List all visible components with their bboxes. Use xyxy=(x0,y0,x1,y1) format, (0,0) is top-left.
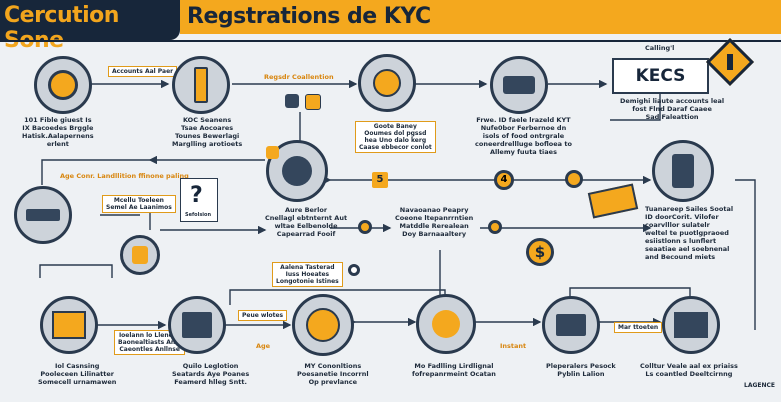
node-kyc-search[interactable] xyxy=(172,56,230,114)
node-files[interactable] xyxy=(40,296,98,354)
lock-icon xyxy=(266,146,279,159)
question-caption: Sefolsion xyxy=(185,212,212,218)
node-hand[interactable] xyxy=(416,294,476,354)
question-tile[interactable]: ? Sefolsion xyxy=(180,178,218,222)
question-icon: ? xyxy=(190,183,203,208)
node-list[interactable] xyxy=(168,296,226,354)
shield-icon xyxy=(132,246,148,264)
star-icon xyxy=(305,94,321,110)
hand-icon xyxy=(432,310,460,338)
node-agent[interactable] xyxy=(292,294,354,356)
footer-brand: LAGENCE xyxy=(744,382,776,389)
node-user-person[interactable] xyxy=(358,54,416,112)
card-icon xyxy=(503,76,535,94)
registr-collection-label: Regsdr Coallention xyxy=(264,73,334,81)
agent-icon xyxy=(306,308,340,342)
disk-icon xyxy=(282,156,312,186)
step-badge-5: 5 xyxy=(372,172,388,188)
header-right-title: Regstrations de KYC xyxy=(187,4,431,29)
node-server[interactable] xyxy=(14,186,72,244)
age-label: Age xyxy=(256,342,271,350)
age-condition-label: Age Conr. Landllition ffinone paling xyxy=(60,172,189,180)
header-divider xyxy=(0,40,781,42)
device-icon xyxy=(194,67,208,103)
flag-icon xyxy=(285,94,299,108)
pay-status-label: Peue wlotes xyxy=(238,310,288,321)
warning-icon xyxy=(727,54,733,70)
node-bank[interactable] xyxy=(662,296,720,354)
header-left: Cercution Sone xyxy=(0,0,180,53)
progress-dot xyxy=(565,170,583,188)
accounts-label: Accounts Aal Paer xyxy=(108,66,178,77)
folder-icon xyxy=(52,311,86,339)
node-id-card[interactable] xyxy=(490,56,548,114)
link-icon-a xyxy=(358,220,372,234)
person-icon xyxy=(373,69,401,97)
dollar-icon: $ xyxy=(526,238,554,266)
chart-mini-icon xyxy=(348,264,360,276)
instant-label: Instant xyxy=(500,342,527,350)
document-icon xyxy=(48,70,78,100)
kecs-box[interactable]: KECS xyxy=(612,58,709,94)
node-shield[interactable] xyxy=(120,235,160,275)
bank-icon xyxy=(674,312,708,338)
list-icon xyxy=(182,312,212,338)
monitor-icon xyxy=(556,314,586,336)
link-icon-b xyxy=(488,220,502,234)
server-icon xyxy=(26,209,60,221)
node-fees-graph[interactable] xyxy=(34,56,92,114)
header-right: Regstrations de KYC xyxy=(180,0,781,34)
terminal-icon xyxy=(672,154,694,188)
node-monitor[interactable] xyxy=(542,296,600,354)
step-badge-4: 4 xyxy=(494,170,514,190)
node-terminal[interactable] xyxy=(652,140,714,202)
mar-label: Mar ttoeten xyxy=(614,322,663,333)
kecs-small-label: Calling'l xyxy=(645,44,675,52)
